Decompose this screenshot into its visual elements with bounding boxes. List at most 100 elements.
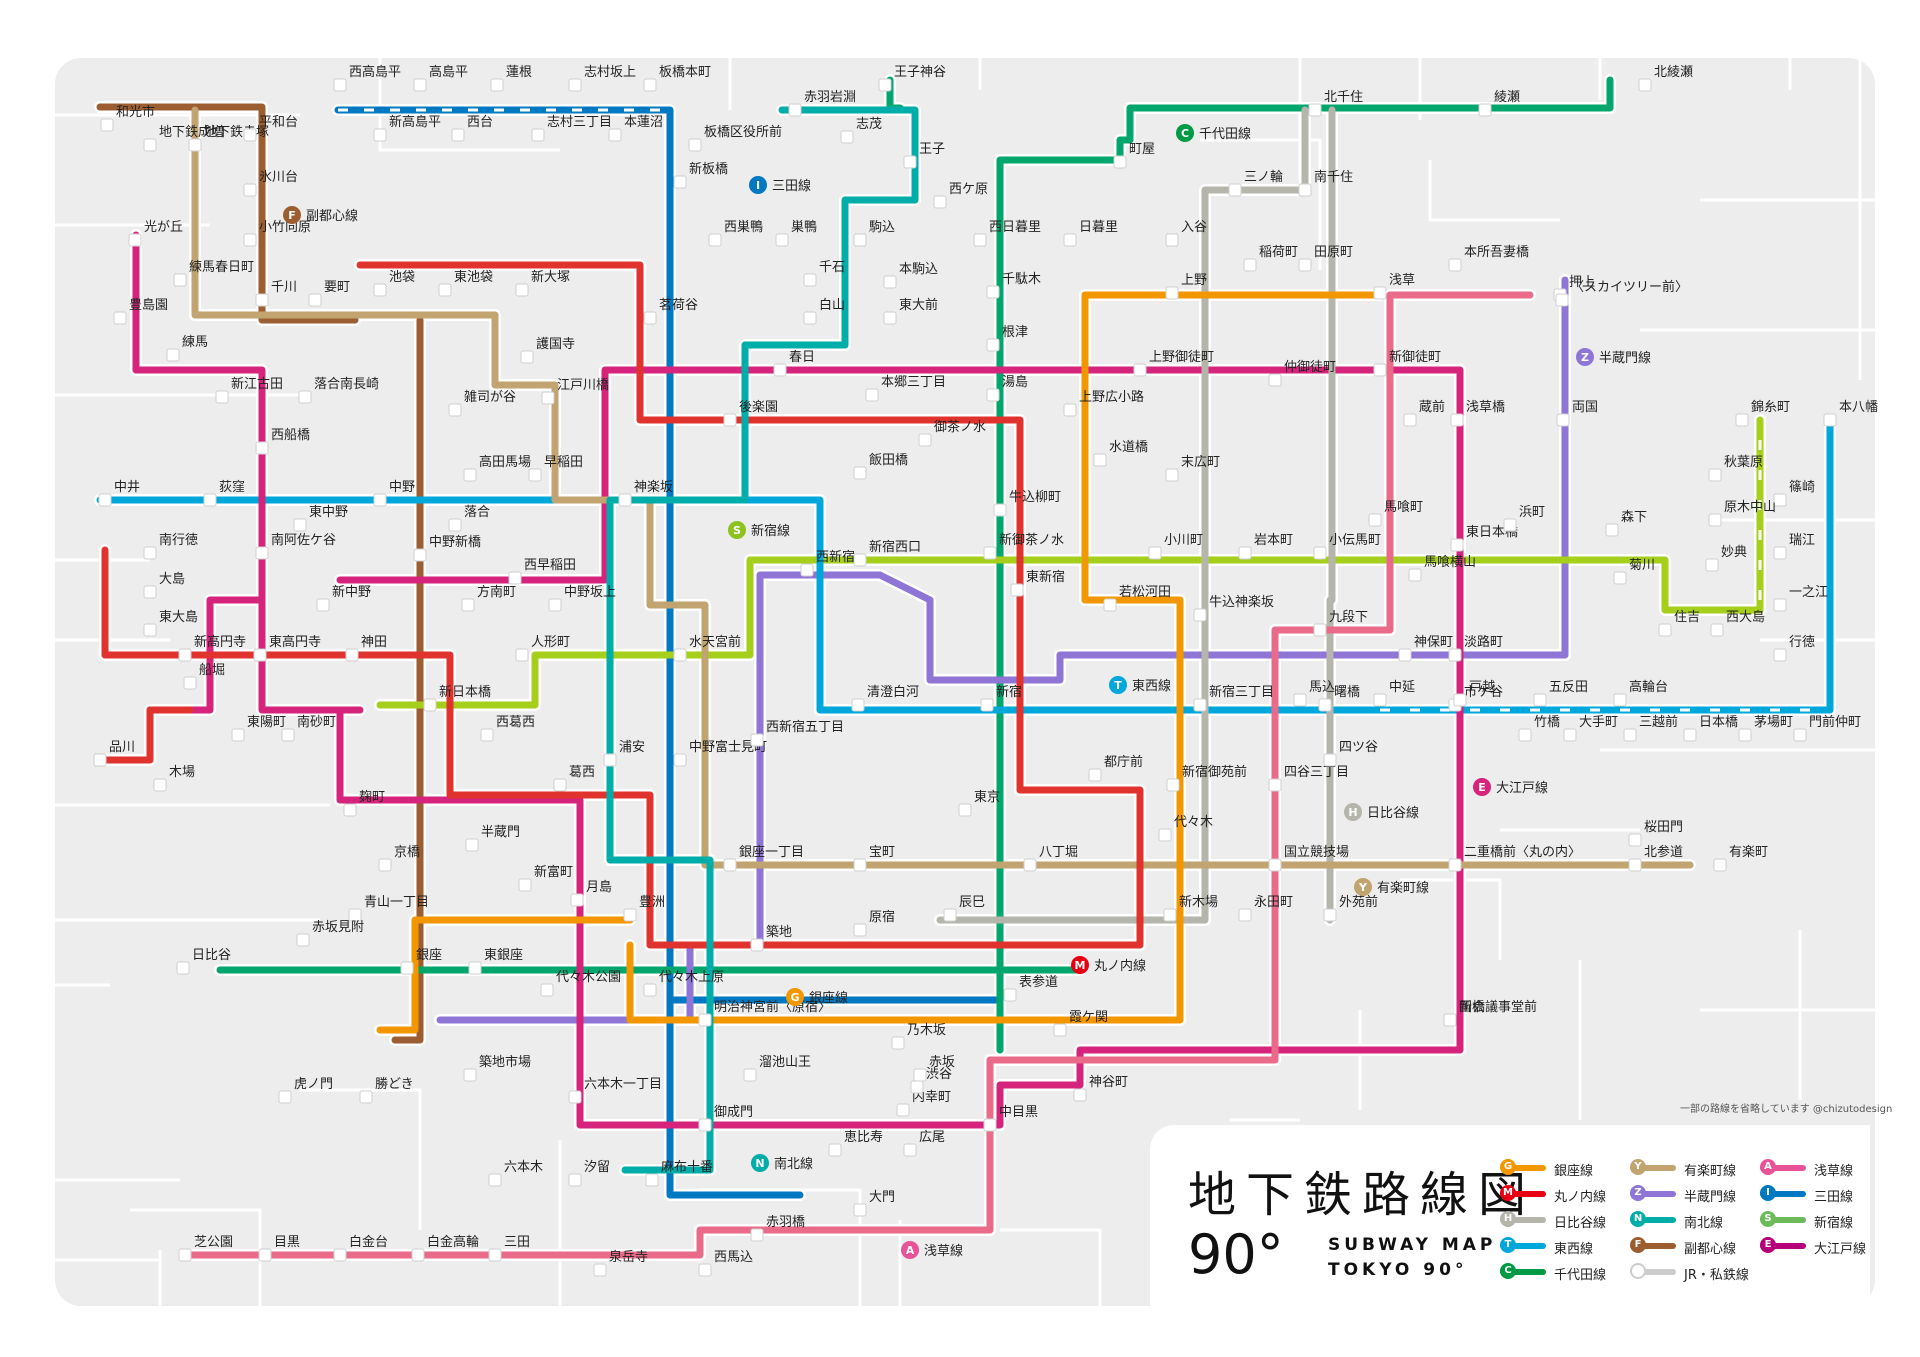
station-marker[interactable] (891, 1036, 905, 1050)
station[interactable]: 恵比寿 (828, 1130, 883, 1157)
station[interactable]: 護国寺 (520, 336, 575, 364)
station[interactable]: 東銀座 (468, 947, 523, 975)
station-marker[interactable] (1165, 233, 1179, 247)
station[interactable]: 蔵前 (1403, 399, 1445, 427)
station[interactable]: 瑞江 (1773, 533, 1815, 560)
station-marker[interactable] (723, 858, 737, 872)
station-marker[interactable] (980, 698, 994, 712)
station-marker[interactable] (1323, 908, 1337, 922)
station[interactable]: 板橋区役所前 (688, 124, 782, 152)
station[interactable]: 行徳 (1773, 635, 1815, 662)
station[interactable]: 中野坂上 (548, 585, 616, 612)
station-marker[interactable] (520, 350, 534, 364)
station[interactable]: 神楽坂 (618, 479, 673, 507)
station[interactable]: 白金台 (333, 1234, 388, 1262)
station[interactable]: 西大島 (1710, 610, 1765, 637)
station-marker[interactable] (773, 363, 787, 377)
station[interactable]: 豊洲 (623, 895, 665, 922)
station-marker[interactable] (488, 1173, 502, 1187)
station-marker[interactable] (1658, 623, 1672, 637)
station[interactable]: 新御徒町 (1373, 349, 1441, 377)
station-marker[interactable] (903, 1143, 917, 1157)
station-marker[interactable] (853, 553, 867, 567)
station-marker[interactable] (1238, 908, 1252, 922)
station[interactable]: 南千住 (1298, 169, 1353, 197)
station[interactable]: 若松河田 (1103, 584, 1171, 612)
station[interactable]: 人形町 (515, 635, 570, 662)
station-marker[interactable] (1093, 453, 1107, 467)
station[interactable]: 西ケ原 (933, 182, 988, 209)
station-marker[interactable] (568, 78, 582, 92)
station[interactable]: 南砂町 (281, 714, 336, 742)
station-marker[interactable] (1628, 833, 1642, 847)
station-marker[interactable] (1293, 693, 1307, 707)
station[interactable]: 霞ケ関 (1053, 1010, 1108, 1037)
station-marker[interactable] (750, 1228, 764, 1242)
station[interactable]: 赤羽橋 (750, 1215, 805, 1242)
station-marker[interactable] (243, 128, 257, 142)
station-marker[interactable] (298, 390, 312, 404)
station-marker[interactable] (528, 468, 542, 482)
station-marker[interactable] (1450, 538, 1464, 552)
station-marker[interactable] (1163, 908, 1177, 922)
station-marker[interactable] (243, 233, 257, 247)
station-marker[interactable] (896, 1103, 910, 1117)
station-marker[interactable] (973, 233, 987, 247)
station-marker[interactable] (673, 175, 687, 189)
station-marker[interactable] (800, 563, 814, 577)
station-marker[interactable] (143, 546, 157, 560)
station[interactable]: 品川 (93, 740, 135, 767)
station-marker[interactable] (788, 103, 802, 117)
station-marker[interactable] (143, 623, 157, 637)
station-marker[interactable] (1683, 728, 1697, 742)
station-marker[interactable] (411, 1248, 425, 1262)
station-marker[interactable] (910, 1080, 924, 1094)
station-marker[interactable] (1605, 523, 1619, 537)
station-marker[interactable] (958, 803, 972, 817)
station[interactable]: 四ツ谷 (1323, 740, 1378, 767)
station[interactable]: 東池袋 (438, 269, 493, 297)
station[interactable]: 汐留 (568, 1159, 610, 1187)
station-marker[interactable] (1478, 103, 1492, 117)
station[interactable]: 馬込 (1293, 680, 1335, 707)
station[interactable]: 東中野 (293, 504, 348, 532)
station[interactable]: 代々木公園 (540, 970, 621, 997)
station-marker[interactable] (316, 598, 330, 612)
station[interactable]: 本蓮沼 (608, 115, 663, 142)
station[interactable]: 新板橋 (673, 161, 728, 189)
station[interactable]: 練馬春日町 (173, 260, 254, 287)
station[interactable]: 神保町 (1398, 635, 1453, 662)
station-marker[interactable] (913, 1068, 927, 1082)
station[interactable]: 江戸川橋 (541, 378, 609, 405)
station[interactable]: 上野 (1165, 273, 1207, 300)
station[interactable]: 荻窪 (203, 479, 245, 507)
station-marker[interactable] (1268, 373, 1282, 387)
station-marker[interactable] (673, 753, 687, 767)
station-marker[interactable] (1453, 693, 1467, 707)
station-marker[interactable] (373, 283, 387, 297)
station-marker[interactable] (1450, 413, 1464, 427)
station-marker[interactable] (253, 648, 267, 662)
station[interactable]: 篠崎 (1773, 480, 1815, 507)
station[interactable]: 南行徳 (143, 532, 198, 560)
station[interactable]: 表参道 (1003, 974, 1058, 1002)
station-marker[interactable] (93, 753, 107, 767)
station[interactable]: 入谷 (1165, 220, 1207, 247)
station-marker[interactable] (531, 128, 545, 142)
station[interactable]: 神谷町 (1073, 1075, 1128, 1102)
station[interactable]: 勝どき (359, 1077, 414, 1104)
station-marker[interactable] (1708, 468, 1722, 482)
station[interactable]: 新御茶ノ水 (983, 532, 1064, 560)
station[interactable]: 清澄白河 (851, 684, 919, 712)
station[interactable]: 上野御徒町 (1133, 350, 1214, 377)
station[interactable]: 築地 (750, 925, 792, 952)
station-marker[interactable] (1443, 1013, 1457, 1027)
station-marker[interactable] (1165, 468, 1179, 482)
station-marker[interactable] (448, 403, 462, 417)
station-marker[interactable] (296, 933, 310, 947)
station[interactable]: 本八幡 (1823, 400, 1878, 427)
station[interactable]: 渋谷 (910, 1067, 952, 1094)
station[interactable]: 駒込 (853, 220, 895, 247)
station[interactable]: 池袋 (373, 270, 415, 297)
station[interactable]: 志村三丁目 (531, 115, 612, 142)
